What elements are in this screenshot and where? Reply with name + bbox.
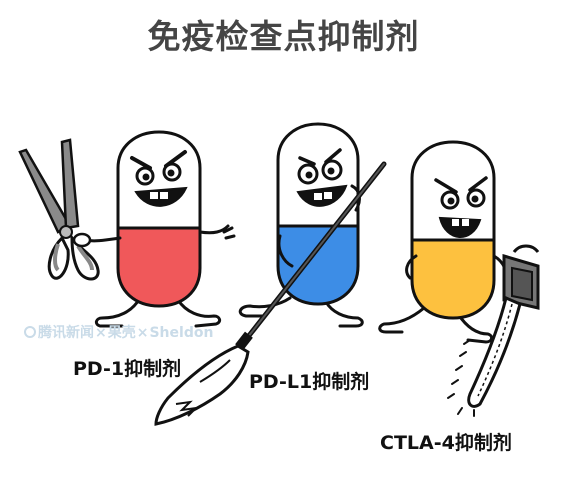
watermark-part3: Sheldon (149, 325, 214, 341)
watermark-sep-2: × (136, 325, 149, 341)
pd1-pill-character (84, 130, 236, 328)
caption-ctla4: CTLA-4抑制剂 (380, 432, 512, 454)
scissors-icon (18, 138, 100, 281)
watermark-part2: 果壳 (107, 325, 136, 341)
pdl1-pill-character (238, 122, 364, 328)
ctla4-pill-bottom (410, 238, 496, 320)
pd1-pill-top (116, 130, 202, 230)
pdl1-pill-bottom (276, 224, 360, 306)
pd1-pill-bottom (116, 226, 202, 308)
watermark-sep-1: × (95, 325, 107, 341)
caption-pd1: PD-1抑制剂 (73, 358, 182, 380)
caption-pdl1: PD-L1抑制剂 (249, 371, 370, 393)
chainsaw-icon (447, 244, 540, 417)
watermark: 腾讯新闻×果壳×Sheldon (24, 322, 213, 342)
glaive-icon (154, 161, 387, 426)
page-title: 免疫检查点抑制剂 (147, 17, 420, 56)
ctla4-pill-character (378, 140, 508, 344)
watermark-part1: 腾讯新闻 (38, 325, 94, 341)
tencent-news-logo-icon (24, 326, 36, 338)
